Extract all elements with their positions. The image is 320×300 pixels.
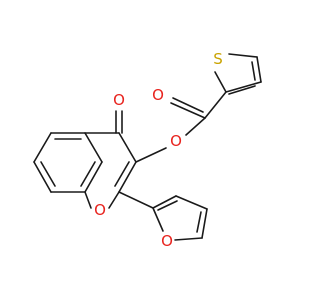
ester-oxygen-label: O [170, 132, 182, 150]
ester-carbonyl-oxygen-label: O [152, 86, 164, 104]
ring-oxygen: O [94, 201, 106, 219]
thiophene-sulfur-label: S [213, 50, 223, 68]
benzene-ring [33, 132, 103, 193]
ester-oxygen: O [170, 132, 182, 150]
furan-ring [118, 191, 208, 241]
ring-oxygen-label: O [94, 201, 106, 219]
thiophene-sulfur: S [213, 50, 223, 68]
carbonyl-oxygen: O [113, 91, 125, 109]
ester-linkage [135, 91, 227, 163]
chemical-structure-diagram: O O O O O S [33, 50, 262, 250]
furan-oxygen-label: O [161, 232, 173, 250]
ester-carbonyl-oxygen: O [152, 86, 164, 104]
furan-oxygen: O [161, 232, 173, 250]
carbonyl-oxygen-label: O [113, 91, 125, 109]
chromone-carbonyl [115, 110, 123, 134]
thiophene-ring [214, 53, 262, 95]
pyranone-ring [84, 132, 137, 209]
